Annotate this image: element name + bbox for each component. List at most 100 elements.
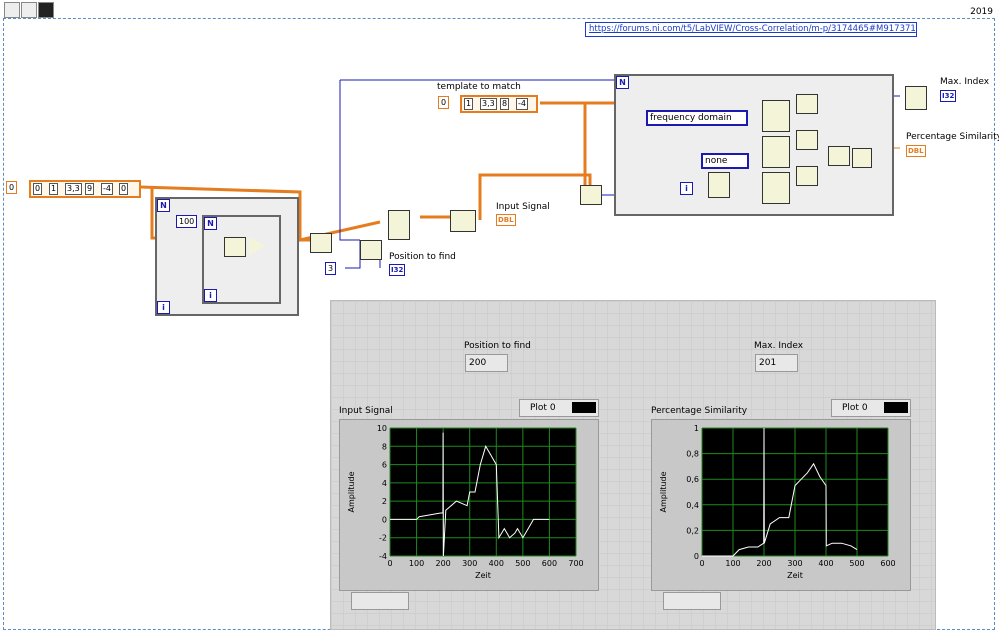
source-array-cell[interactable]: 0	[119, 183, 129, 195]
max-index-indicator[interactable]: 201	[755, 354, 798, 372]
graph1-title: Input Signal	[339, 406, 393, 416]
source-array-cell[interactable]: 1	[49, 183, 59, 195]
array-max-min-icon[interactable]	[796, 130, 818, 150]
template-cell[interactable]: 3,3	[480, 98, 497, 110]
hand-icon[interactable]	[4, 2, 20, 18]
percentage-similarity-label: Percentage Similarity	[906, 132, 999, 142]
loop-count-terminal: N	[616, 76, 629, 89]
toolbar: 2019	[0, 0, 999, 20]
x-tick-label: 400	[818, 559, 833, 568]
index-array-icon[interactable]	[708, 172, 730, 198]
constant-three[interactable]: 3	[325, 262, 337, 275]
y-axis-label: Amplitude	[347, 471, 356, 512]
array-max-min-icon[interactable]	[796, 166, 818, 186]
inner-for-loop[interactable]: N i	[202, 215, 281, 304]
none-enum[interactable]: none	[701, 153, 749, 169]
graph1-palette[interactable]	[351, 592, 409, 610]
x-tick-label: 0	[699, 559, 704, 568]
graph1-plot-legend[interactable]: Plot 0	[519, 399, 599, 417]
loop-count-terminal: N	[157, 199, 170, 212]
position-to-find-fp-label: Position to find	[464, 341, 531, 351]
y-tick-label: 1	[694, 424, 699, 433]
array-max-min-icon[interactable]	[796, 94, 818, 114]
max-index-terminal[interactable]: I32	[940, 90, 957, 102]
divide-icon[interactable]	[852, 148, 872, 168]
version-label: 2019	[970, 7, 993, 17]
source-array-cell[interactable]: 0	[33, 183, 43, 195]
template-label: template to match	[437, 82, 521, 92]
domain-enum[interactable]: frequency domain	[646, 110, 748, 126]
y-tick-label: 0,2	[686, 526, 699, 535]
y-tick-label: 10	[377, 424, 387, 433]
x-tick-label: 200	[756, 559, 771, 568]
array-max-min-icon[interactable]	[828, 146, 850, 166]
transpose-array-icon[interactable]	[580, 185, 602, 205]
reshape-array-icon[interactable]	[310, 233, 332, 253]
multiply-icon[interactable]	[249, 237, 265, 255]
series-line	[390, 432, 550, 557]
percentage-similarity-terminal[interactable]: DBL	[906, 145, 926, 157]
x-tick-label: 600	[542, 559, 557, 568]
source-array-cell[interactable]: 3,3	[65, 183, 82, 195]
y-tick-label: 2	[382, 497, 387, 506]
y-tick-label: 0,8	[686, 450, 699, 459]
template-cell[interactable]: 8	[500, 98, 510, 110]
y-tick-label: 4	[382, 479, 387, 488]
graph2-plot-name: Plot 0	[842, 403, 868, 413]
source-array-cell[interactable]: -4	[101, 183, 113, 195]
position-to-find-terminal[interactable]: I32	[389, 264, 406, 276]
x-tick-label: 100	[725, 559, 740, 568]
build-array-icon[interactable]	[450, 210, 476, 232]
y-tick-label: 0,6	[686, 475, 699, 484]
quotient-remainder-icon[interactable]	[360, 240, 382, 260]
correlation-for-loop[interactable]: N frequency domain none i	[614, 74, 894, 216]
array-max-min-output-icon[interactable]	[905, 86, 927, 110]
position-to-find-label: Position to find	[389, 252, 456, 262]
loop-iteration-terminal: i	[204, 289, 217, 302]
loop-count-constant[interactable]: 100	[176, 215, 198, 228]
input-signal-terminal[interactable]: DBL	[496, 214, 516, 226]
source-array-index[interactable]: 0	[6, 181, 18, 194]
position-to-find-indicator[interactable]: 200	[465, 354, 508, 372]
template-array-index[interactable]: 0	[438, 96, 450, 109]
x-tick-label: 100	[409, 559, 424, 568]
x-tick-label: 200	[436, 559, 451, 568]
y-tick-label: -2	[379, 534, 387, 543]
y-tick-label: 8	[382, 442, 387, 451]
forum-link[interactable]: https://forums.ni.com/t5/LabVIEW/Cross-C…	[585, 22, 917, 37]
template-cell[interactable]: -4	[516, 98, 528, 110]
graph2-title: Percentage Similarity	[651, 406, 748, 416]
y-tick-label: 0	[694, 552, 699, 561]
x-tick-label: 500	[515, 559, 530, 568]
input-signal-label: Input Signal	[496, 202, 550, 212]
loop-iteration-terminal: i	[157, 301, 170, 314]
cross-correlation-icon[interactable]	[762, 136, 790, 168]
series-line	[702, 427, 858, 557]
graph2-palette[interactable]	[663, 592, 721, 610]
arrow-icon[interactable]	[21, 2, 37, 18]
x-axis-label: Zeit	[475, 571, 491, 580]
y-axis-label: Amplitude	[659, 471, 668, 512]
y-tick-label: -4	[379, 552, 387, 561]
source-array[interactable]: 0 1 3,3 9 -4 0	[29, 180, 141, 198]
random-number-icon[interactable]	[224, 237, 246, 257]
template-array[interactable]: 1 3,3 8 -4	[460, 95, 538, 113]
loop-iteration-terminal: i	[680, 182, 693, 195]
graph1-plot-name: Plot 0	[530, 403, 556, 413]
source-array-cell[interactable]: 9	[85, 183, 95, 195]
plot-line-icon	[572, 402, 596, 413]
cross-correlation-icon[interactable]	[762, 172, 790, 204]
template-cell[interactable]: 1	[464, 98, 474, 110]
run-highlight-icon[interactable]	[38, 2, 54, 18]
insert-into-array-icon[interactable]	[388, 210, 410, 240]
cross-correlation-icon[interactable]	[762, 100, 790, 132]
x-tick-label: 300	[462, 559, 477, 568]
graph2-plot-legend[interactable]: Plot 0	[831, 399, 911, 417]
max-index-fp-label: Max. Index	[754, 341, 804, 351]
y-tick-label: 6	[382, 461, 387, 470]
plot-line-icon	[884, 402, 908, 413]
